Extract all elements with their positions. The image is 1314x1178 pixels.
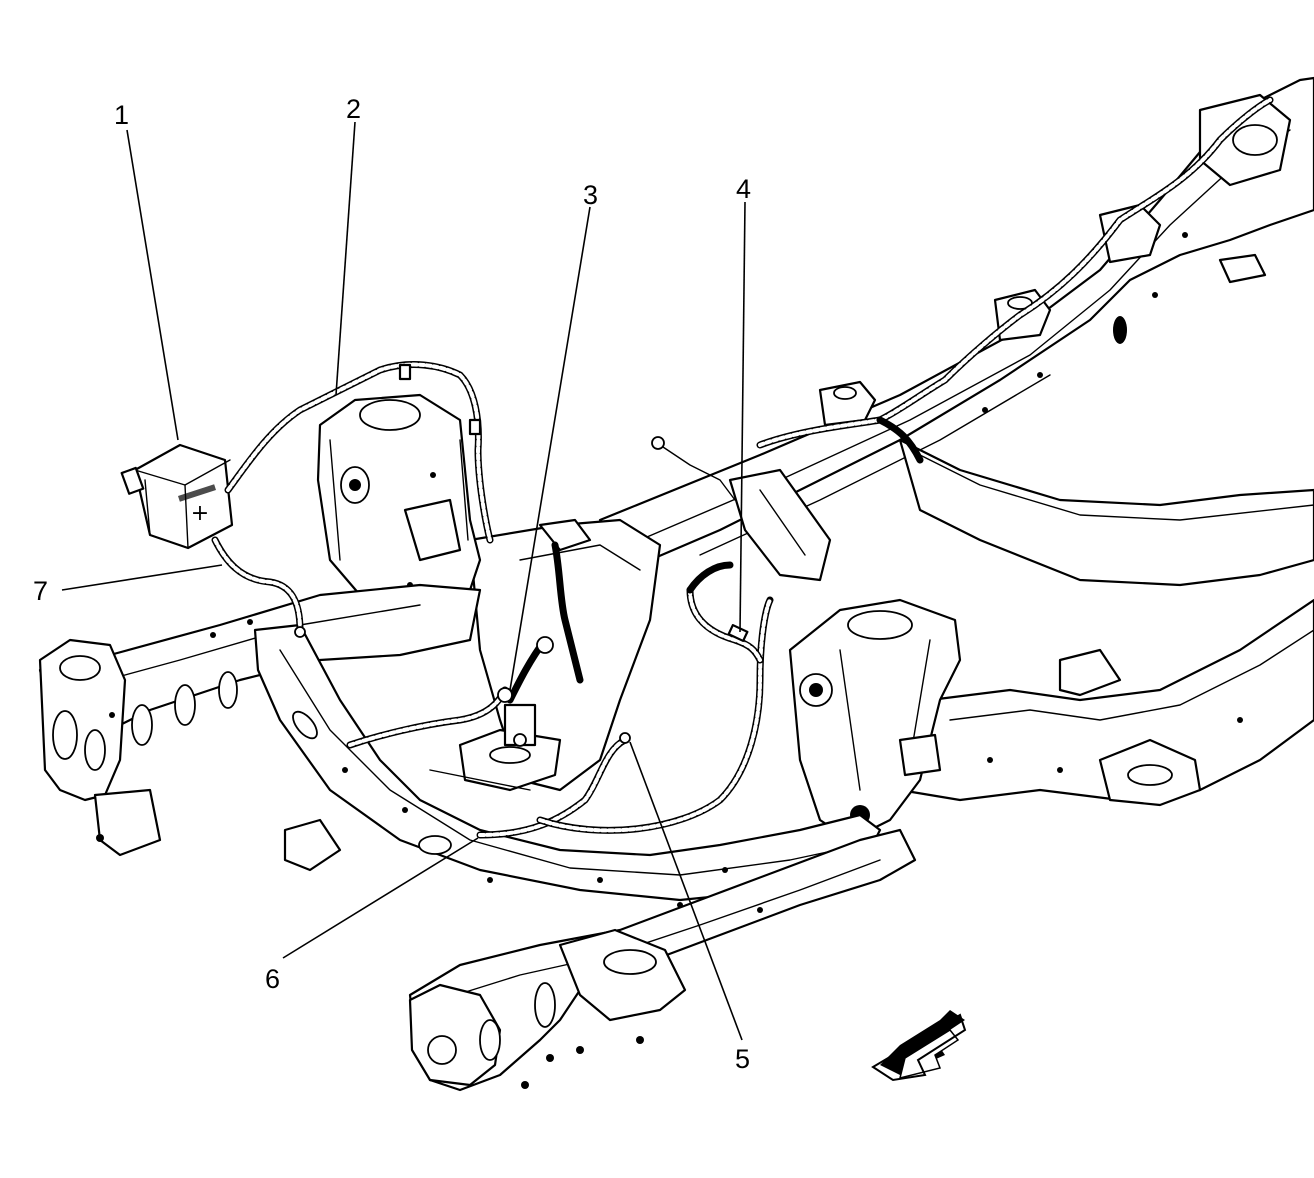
front-lower-crossmember: [408, 828, 917, 1092]
callout-4: 4: [736, 174, 751, 204]
rear-frame-rail: [598, 76, 1314, 562]
leader-5: [629, 741, 743, 1041]
callout-2: 2: [346, 94, 361, 124]
leader-2: [335, 121, 356, 396]
front-direction-arrow-icon: [871, 1010, 967, 1082]
battery-box: +: [120, 443, 234, 550]
battery-plus-symbol: +: [191, 501, 209, 526]
callout-6: 6: [265, 964, 280, 994]
right-shock-tower: [788, 598, 962, 842]
callout-5: 5: [735, 1044, 750, 1074]
callout-leaders: [61, 121, 746, 1041]
leader-4: [739, 201, 746, 633]
leader-6: [282, 837, 479, 959]
left-lower-rail: [253, 623, 882, 902]
callout-numbers: 1 2 3 4 5 6 7: [33, 94, 751, 1074]
callout-7: 7: [33, 576, 48, 606]
leader-1: [126, 129, 179, 441]
leader-3: [509, 206, 591, 691]
left-shock-tower: [316, 393, 482, 602]
center-crossmember: [429, 468, 832, 792]
callout-1: 1: [114, 100, 129, 130]
right-frame-rail: [898, 438, 1314, 807]
leader-7: [61, 564, 223, 591]
callout-3: 3: [583, 180, 598, 210]
wiring-harness: [211, 96, 1274, 839]
